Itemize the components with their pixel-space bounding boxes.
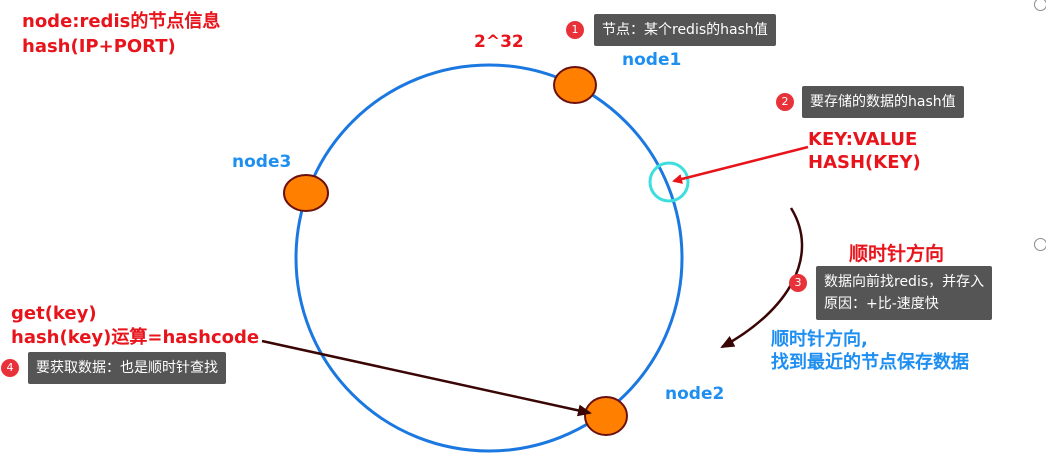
side-radio-middle[interactable] — [1034, 238, 1046, 251]
annotation-badge-1: 1 — [566, 21, 584, 39]
hash-ring — [294, 63, 684, 453]
hash-key-label: HASH(KEY) — [808, 152, 921, 173]
clockwise-desc-line1: 顺时针方向, — [771, 328, 868, 350]
key-value-label: KEY:VALUE — [808, 129, 917, 150]
get-key-line2: hash(key)运算=hashcode — [11, 326, 259, 348]
node1-marker — [553, 66, 597, 104]
node2-marker — [584, 396, 628, 436]
node1-label: node1 — [622, 50, 681, 70]
node3-marker — [283, 174, 329, 212]
annotation-tooltip-1: 节点：某个redis的hash值 — [594, 14, 776, 46]
data-point-highlight — [648, 161, 690, 203]
node2-label: node2 — [665, 384, 724, 404]
node3-label: node3 — [232, 152, 291, 172]
annotation-tooltip-3: 数据向前找redis，并存入 原因：+比-速度快 — [816, 266, 993, 320]
annotation-badge-3: 3 — [789, 274, 807, 292]
annotation-badge-4: 4 — [1, 359, 19, 377]
ring-top-label: 2^32 — [474, 32, 524, 52]
annotation-text: 要存储的数据的hash值 — [810, 94, 956, 110]
get-key-arrow — [261, 339, 592, 417]
get-key-line1: get(key) — [11, 303, 97, 324]
header-line2: hash(IP+PORT) — [22, 36, 176, 57]
annotation-text: 数据向前找redis，并存入 — [824, 274, 985, 290]
annotation-text: 要获取数据：也是顺时针查找 — [36, 360, 218, 376]
annotation-text: 原因：+比-速度快 — [824, 296, 939, 312]
header-line1: node:redis的节点信息 — [22, 10, 220, 32]
clockwise-title: 顺时针方向 — [849, 242, 944, 265]
clockwise-desc-line2: 找到最近的节点保存数据 — [771, 351, 969, 373]
annotation-tooltip-4: 要获取数据：也是顺时针查找 — [28, 352, 226, 384]
side-radio-top[interactable] — [1034, 0, 1046, 11]
annotation-badge-2: 2 — [776, 93, 794, 111]
key-hash-arrow — [672, 145, 809, 184]
annotation-tooltip-2: 要存储的数据的hash值 — [802, 86, 964, 118]
annotation-text: 节点：某个redis的hash值 — [602, 22, 768, 38]
